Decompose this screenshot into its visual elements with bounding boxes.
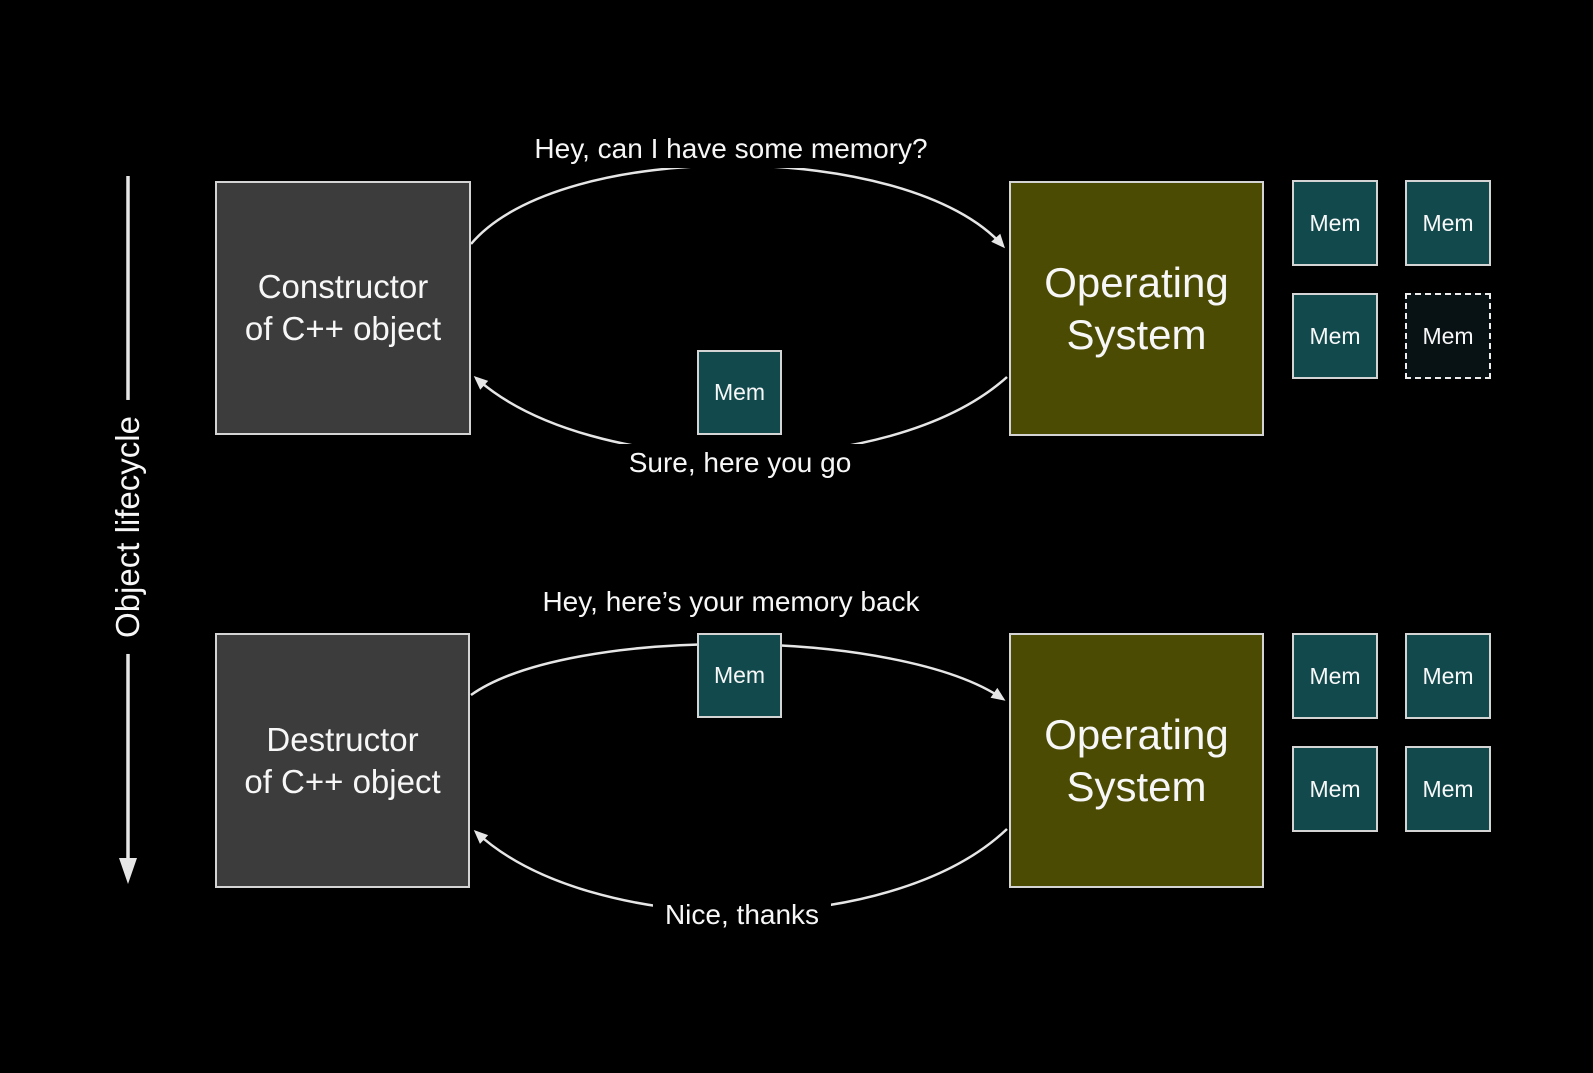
mem-block-label: Mem <box>1422 209 1474 236</box>
os-memory-block: Mem <box>1292 746 1378 832</box>
returned-mem-block: Mem <box>697 633 782 718</box>
constructor-label-line2: of C++ object <box>244 310 442 347</box>
constructor-label-line1: Constructor <box>257 268 429 306</box>
allocation-response-message: Sure, here you go <box>616 444 864 482</box>
operating-system-box-top: Operating System <box>1009 181 1264 436</box>
destructor-label-line2: of C++ object <box>244 762 441 800</box>
os-label-line2: System <box>1066 310 1207 358</box>
mem-block-label: Mem <box>713 379 766 405</box>
mem-block-label: Mem <box>1309 209 1361 236</box>
os-memory-block: Mem <box>1292 633 1378 719</box>
os-label-line2: System <box>1066 762 1207 810</box>
mem-block-label: Mem <box>1309 775 1361 802</box>
os-memory-block: Mem <box>1405 633 1491 719</box>
os-label-line1: Operating <box>1044 711 1229 759</box>
mem-block-label: Mem <box>713 662 766 688</box>
os-memory-block: Mem <box>1405 180 1491 266</box>
mem-block-label: Mem <box>1309 662 1361 689</box>
destructor-label-line1: Destructor <box>266 720 419 758</box>
os-memory-block: Mem <box>1292 293 1378 379</box>
operating-system-box-bottom: Operating System <box>1009 633 1264 888</box>
allocation-request-message: Hey, can I have some memory? <box>522 130 940 168</box>
destructor-box: Destructor of C++ object <box>215 633 470 888</box>
mem-block-label: Mem <box>1422 775 1474 802</box>
mem-block-label: Mem <box>1309 322 1361 349</box>
lifecycle-axis-label: Object lifecycle <box>103 400 153 654</box>
os-memory-block-given-away: Mem <box>1405 293 1491 379</box>
allocation-request-arrow <box>470 164 1005 249</box>
transferred-mem-block: Mem <box>697 350 782 435</box>
deallocation-response-message: Nice, thanks <box>652 896 832 934</box>
constructor-box: Constructor of C++ object <box>215 181 471 435</box>
os-label-line1: Operating <box>1044 259 1229 307</box>
deallocation-request-message: Hey, here’s your memory back <box>530 583 932 621</box>
os-memory-block: Mem <box>1292 180 1378 266</box>
mem-block-label: Mem <box>1422 662 1474 689</box>
mem-block-label: Mem <box>1422 322 1474 349</box>
os-memory-block: Mem <box>1405 746 1491 832</box>
